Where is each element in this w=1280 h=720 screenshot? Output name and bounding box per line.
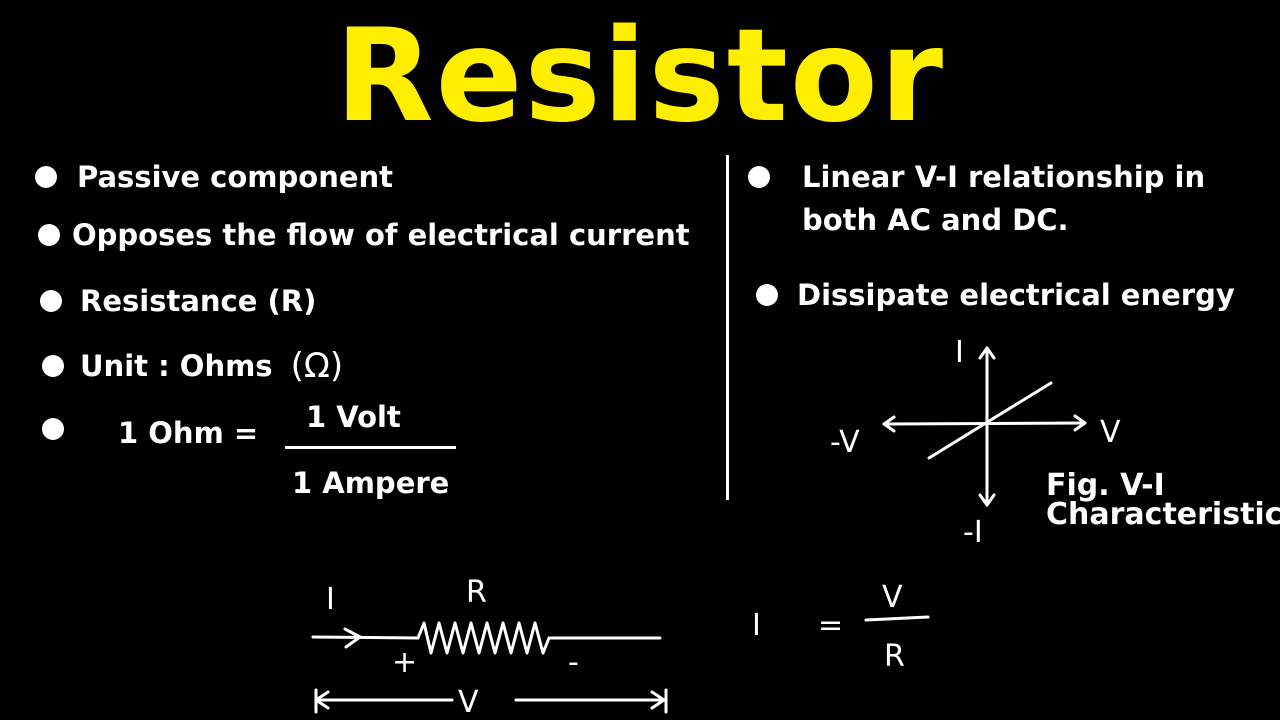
bullet-dot-icon xyxy=(40,290,62,312)
vi-x-neg-label: -V xyxy=(830,425,860,460)
bullet-dot-icon xyxy=(38,224,60,246)
vi-characteristic-line xyxy=(927,381,1053,460)
circuit-plus-label: + xyxy=(392,645,417,680)
circuit-resistor-label: R xyxy=(466,575,487,610)
bullet-linear-vi: Linear V-I relationship in xyxy=(748,160,1205,194)
bullet-dot-icon xyxy=(42,418,64,440)
vi-y-label: I xyxy=(955,335,964,370)
column-divider xyxy=(726,155,729,500)
bullet-text: Unit : Ohms xyxy=(80,349,273,383)
circuit-minus-label: - xyxy=(568,645,579,680)
ohm-symbol: (Ω) xyxy=(290,346,344,386)
bullet-dot-icon xyxy=(35,166,57,188)
bullet-resistance: Resistance (R) xyxy=(40,284,316,318)
bullet-dissipate-energy: Dissipate electrical energy xyxy=(756,278,1235,312)
vi-x-label: V xyxy=(1100,415,1121,450)
bullet-dot-icon xyxy=(42,355,64,377)
circuit-voltage-label: V xyxy=(458,685,479,720)
bullet-opposes-current: Opposes the flow of electrical current xyxy=(38,218,690,252)
vi-caption-line2: Characteristics xyxy=(1046,497,1280,532)
vi-x-arrow-right-icon xyxy=(1073,414,1087,432)
ohms-law-fraction-bar xyxy=(864,615,930,622)
circuit-wire-left xyxy=(311,635,420,640)
vi-caption-line1: Fig. V-I xyxy=(1046,468,1165,503)
page-title: Resistor xyxy=(335,2,945,151)
fraction-bar xyxy=(285,446,456,449)
bullet-text: Passive component xyxy=(77,160,394,194)
ohm-definition-numerator: 1 Volt xyxy=(306,400,401,434)
vi-y-arrow-down-icon xyxy=(978,493,996,507)
ohms-law-numerator: V xyxy=(882,580,903,615)
bullet-text-continued: both AC and DC. xyxy=(802,203,1069,237)
voltage-arrow-right-icon xyxy=(650,690,666,710)
ohm-definition-lhs: 1 Ohm = xyxy=(118,416,259,450)
bullet-dot-icon xyxy=(756,284,778,306)
vi-y-arrow-up-icon xyxy=(978,346,996,360)
resistor-zigzag xyxy=(416,621,551,655)
vi-y-neg-label: -I xyxy=(963,515,983,550)
ohms-law-lhs: I xyxy=(752,608,761,643)
bullet-text: Resistance (R) xyxy=(80,284,317,318)
ohm-definition-denominator: 1 Ampere xyxy=(292,466,450,500)
ohms-law-equals: = xyxy=(818,608,843,643)
bullet-text: Dissipate electrical energy xyxy=(797,278,1235,312)
bullet-unit-ohms: Unit : Ohms (Ω) xyxy=(42,346,343,386)
bullet-text: Opposes the flow of electrical current xyxy=(72,218,690,252)
circuit-current-label: I xyxy=(326,582,335,617)
vi-x-arrow-left-icon xyxy=(882,415,896,433)
current-arrow-icon xyxy=(343,627,362,649)
ohms-law-denominator: R xyxy=(884,639,905,674)
bullet-passive-component: Passive component xyxy=(35,160,393,194)
bullet-ohm-definition xyxy=(42,418,64,440)
bullet-dot-icon xyxy=(748,166,770,188)
bullet-text: Linear V-I relationship in xyxy=(802,160,1206,194)
